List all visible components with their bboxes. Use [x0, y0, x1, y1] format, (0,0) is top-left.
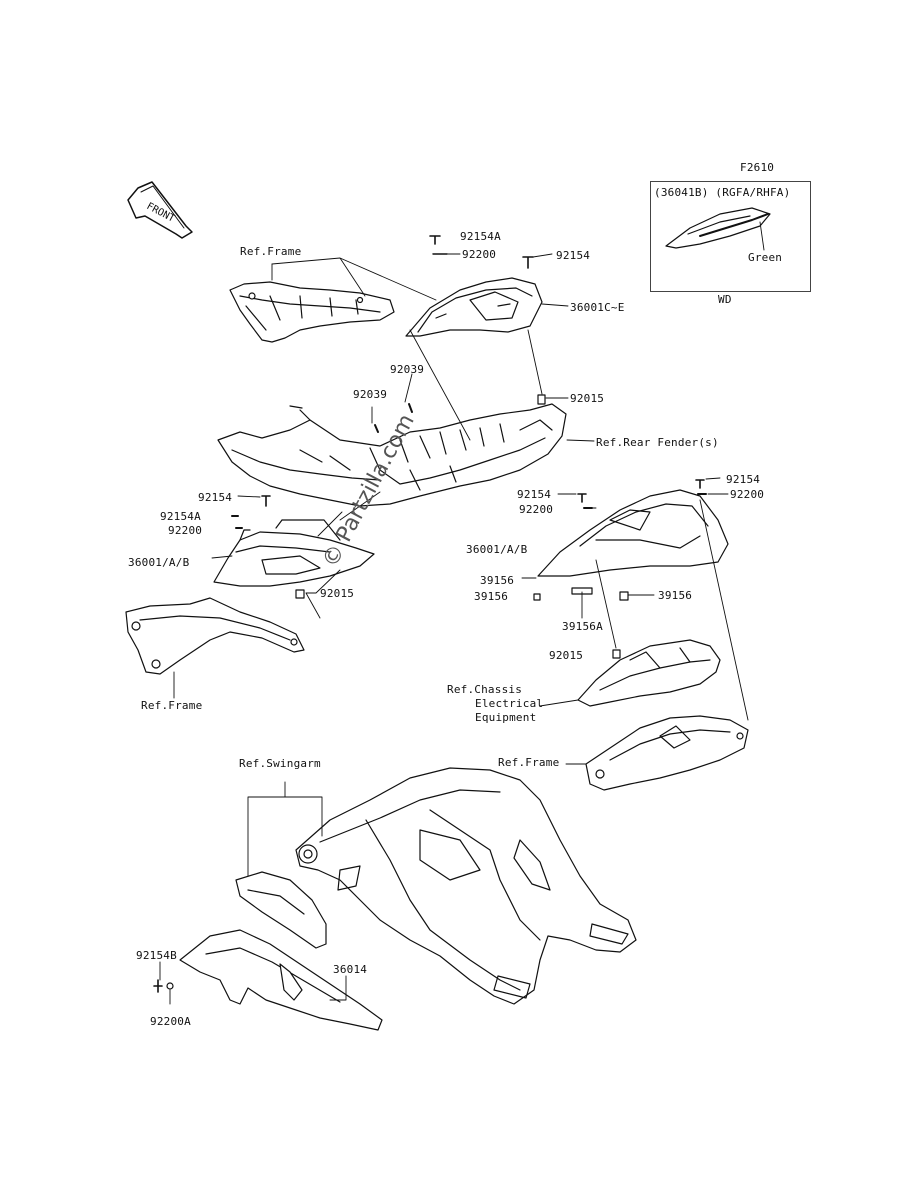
label-92200-mid: 92200 — [519, 503, 554, 516]
label-92154A-top: 92154A — [460, 230, 501, 243]
leader-frame-diag — [409, 329, 471, 441]
bracket-swingarm — [247, 781, 323, 881]
left-fasteners — [231, 495, 305, 599]
label-39156-c: 39156 — [658, 589, 693, 602]
leaders-right — [521, 477, 749, 721]
inset-box — [650, 181, 811, 292]
leaders-frame-top — [271, 257, 437, 301]
label-ref-swingarm: Ref.Swingarm — [239, 757, 321, 770]
label-ref-chassis-3: Equipment — [475, 711, 537, 724]
label-39156A: 39156A — [562, 620, 603, 633]
clip-92039 — [374, 403, 413, 433]
label-ref-frame-left: Ref.Frame — [141, 699, 203, 712]
label-36001-A-B-left: 36001/A/B — [128, 556, 190, 569]
leader-chassis — [539, 699, 579, 707]
leaders-chain-guard — [159, 961, 347, 1005]
cowl-top-fasteners — [429, 235, 546, 405]
label-36001-A-B-right: 36001/A/B — [466, 543, 528, 556]
label-92154-mid: 92154 — [517, 488, 552, 501]
right-fasteners — [533, 479, 707, 659]
figure-code: F2610 — [740, 161, 775, 174]
label-92200-right: 92200 — [730, 488, 765, 501]
label-ref-frame-top: Ref.Frame — [240, 245, 302, 258]
label-39156-b: 39156 — [474, 590, 509, 603]
swingarm — [295, 767, 637, 1005]
chain-guard-fasteners — [153, 979, 174, 993]
label-ref-chassis-1: Ref.Chassis — [447, 683, 523, 696]
label-92154-top: 92154 — [556, 249, 591, 262]
label-92015-left: 92015 — [320, 587, 355, 600]
label-92154A-left: 92154A — [160, 510, 201, 523]
label-92039-b: 92039 — [353, 388, 388, 401]
label-92154B: 92154B — [136, 949, 177, 962]
front-arrow: FRONT — [127, 181, 193, 239]
leaders-undertray — [371, 373, 595, 442]
label-92200-left: 92200 — [168, 524, 203, 537]
inset-caption: WD — [718, 293, 732, 306]
inset-color-label: Green — [748, 251, 783, 264]
label-92039-a: 92039 — [390, 363, 425, 376]
label-92154-left: 92154 — [198, 491, 233, 504]
label-ref-chassis-2: Electrical — [475, 697, 544, 710]
inset-title: (36041B) (RGFA/RHFA) — [654, 186, 791, 199]
rear-undertray — [217, 403, 567, 507]
label-92200-top: 92200 — [462, 248, 497, 261]
label-92200A: 92200A — [150, 1015, 191, 1028]
frame-part-top — [229, 281, 395, 343]
label-ref-frame-right: Ref.Frame — [498, 756, 560, 769]
seat-cowl-top — [405, 277, 543, 337]
leaders-top-cowl — [445, 253, 569, 399]
label-39156-a: 39156 — [480, 574, 515, 587]
label-36014: 36014 — [333, 963, 368, 976]
frame-part-left — [125, 597, 305, 675]
chain-guard — [179, 871, 383, 1031]
inset-decal — [665, 207, 771, 251]
label-92015-right: 92015 — [549, 649, 584, 662]
label-36001C-E: 36001C~E — [570, 301, 625, 314]
label-92015-top: 92015 — [570, 392, 605, 405]
side-cover-left — [213, 519, 375, 587]
chassis-electrical-tray — [577, 639, 721, 707]
label-ref-rear-fender: Ref.Rear Fender(s) — [596, 436, 719, 449]
leaders-left-b — [317, 491, 381, 537]
leaders-left — [211, 495, 341, 619]
label-92154-right: 92154 — [726, 473, 761, 486]
frame-part-right — [585, 715, 749, 791]
side-cover-right — [537, 489, 729, 577]
